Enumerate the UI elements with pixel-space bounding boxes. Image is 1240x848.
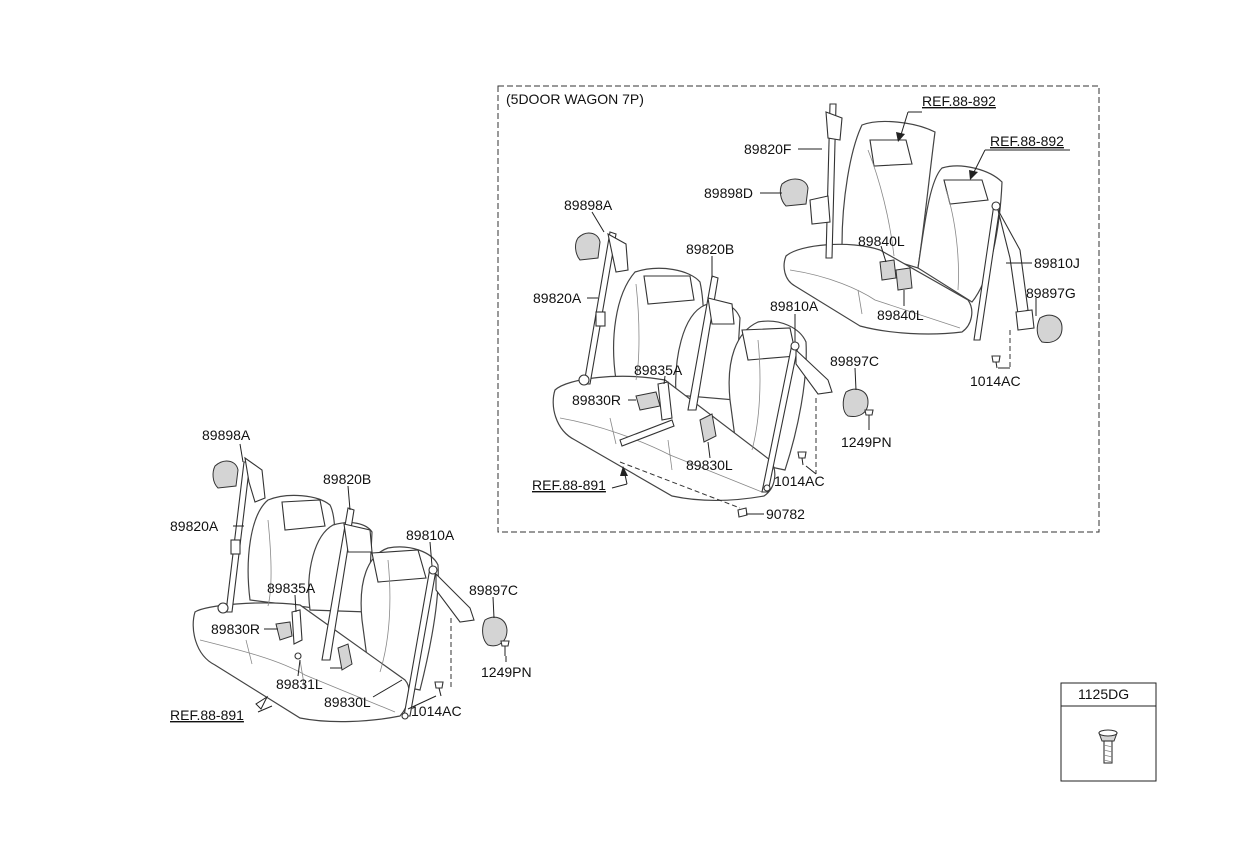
label-89897C: 89897C: [469, 582, 518, 598]
inset-belt-89820A: [583, 231, 617, 385]
inset-label-1014AC-right: 1014AC: [970, 373, 1021, 389]
inset-second-row-back-mid: [675, 302, 741, 401]
inset-buckle-89840L-a: [879, 259, 897, 281]
inset-second-row-cushion: [552, 375, 776, 502]
inset-third-row-cushion: [783, 243, 973, 335]
inset-label-89840L-bot: 89840L: [877, 307, 924, 323]
inset-label-89835A: 89835A: [634, 362, 683, 378]
bolt-icon: [1098, 729, 1118, 764]
inset-cover-89898A: [575, 232, 601, 261]
inset-label-ref-88-891: REF.88-891: [532, 477, 606, 493]
inset-label-89830L: 89830L: [686, 457, 733, 473]
inset-label-89810J: 89810J: [1034, 255, 1080, 271]
label-89898A: 89898A: [202, 427, 251, 443]
inset-label-89898D: 89898D: [704, 185, 753, 201]
inset-label-89897G: 89897G: [1026, 285, 1076, 301]
label-89810A: 89810A: [406, 527, 455, 543]
inset-label-ref-88-892-b: REF.88-892: [990, 133, 1064, 149]
inset-label-1249PN: 1249PN: [841, 434, 892, 450]
inset-cover-89897G: [1036, 314, 1063, 343]
label-89835A: 89835A: [267, 580, 316, 596]
bolt-label: 1125DG: [1078, 686, 1129, 702]
inset-label-89830R: 89830R: [572, 392, 621, 408]
inset-label-ref-88-892-a: REF.88-892: [922, 93, 996, 109]
inset-buckle-89830L: [699, 413, 717, 443]
inset-title: (5DOOR WAGON 7P): [506, 91, 644, 107]
label-89830R: 89830R: [211, 621, 260, 637]
left-bolt-1249PN: [500, 640, 510, 656]
inset-bolt-1014AC-right: [991, 355, 1001, 369]
inset-label-89820A: 89820A: [533, 290, 582, 306]
label-ref-88-891: REF.88-891: [170, 707, 244, 723]
inset-buckle-89840L-b: [895, 267, 913, 291]
inset-cover-89897C: [842, 388, 869, 417]
inset-label-89810A: 89810A: [770, 298, 819, 314]
inset-label-89897C: 89897C: [830, 353, 879, 369]
inset-label-1014AC: 1014AC: [774, 473, 825, 489]
left-cover-89898A: [212, 460, 239, 489]
left-seat-cushion: [192, 602, 410, 723]
label-1249PN: 1249PN: [481, 664, 532, 680]
left-buckle-89830R: [275, 621, 293, 641]
left-buckle-89830L: [337, 643, 353, 671]
left-buckle-89835A: [291, 609, 303, 645]
label-89831L: 89831L: [276, 676, 323, 692]
inset-bolt-1014AC: [797, 451, 807, 466]
inset-bolt-1249PN: [864, 409, 874, 424]
left-seat-assembly: [192, 443, 510, 723]
bolt-box: 1125DG: [1060, 682, 1157, 782]
label-89820B: 89820B: [323, 471, 371, 487]
inset-label-89820B: 89820B: [686, 241, 734, 257]
label-89820A: 89820A: [170, 518, 219, 534]
inset-seat-assembly: [552, 103, 1070, 518]
label-1014AC: 1014AC: [411, 703, 462, 719]
inset-cover-89898D: [779, 178, 809, 207]
label-89830L: 89830L: [324, 694, 371, 710]
left-bolt-1014AC: [434, 681, 444, 697]
inset-bolt-90782: [737, 507, 748, 518]
inset-label-89898A: 89898A: [564, 197, 613, 213]
inset-third-row-back-left: [841, 120, 936, 269]
inset-label-90782: 90782: [766, 506, 805, 522]
inset-label-89840L-top: 89840L: [858, 233, 905, 249]
left-belt-89820B: [321, 507, 355, 661]
inset-label-89820F: 89820F: [744, 141, 791, 157]
inset-frame: [497, 85, 1100, 533]
